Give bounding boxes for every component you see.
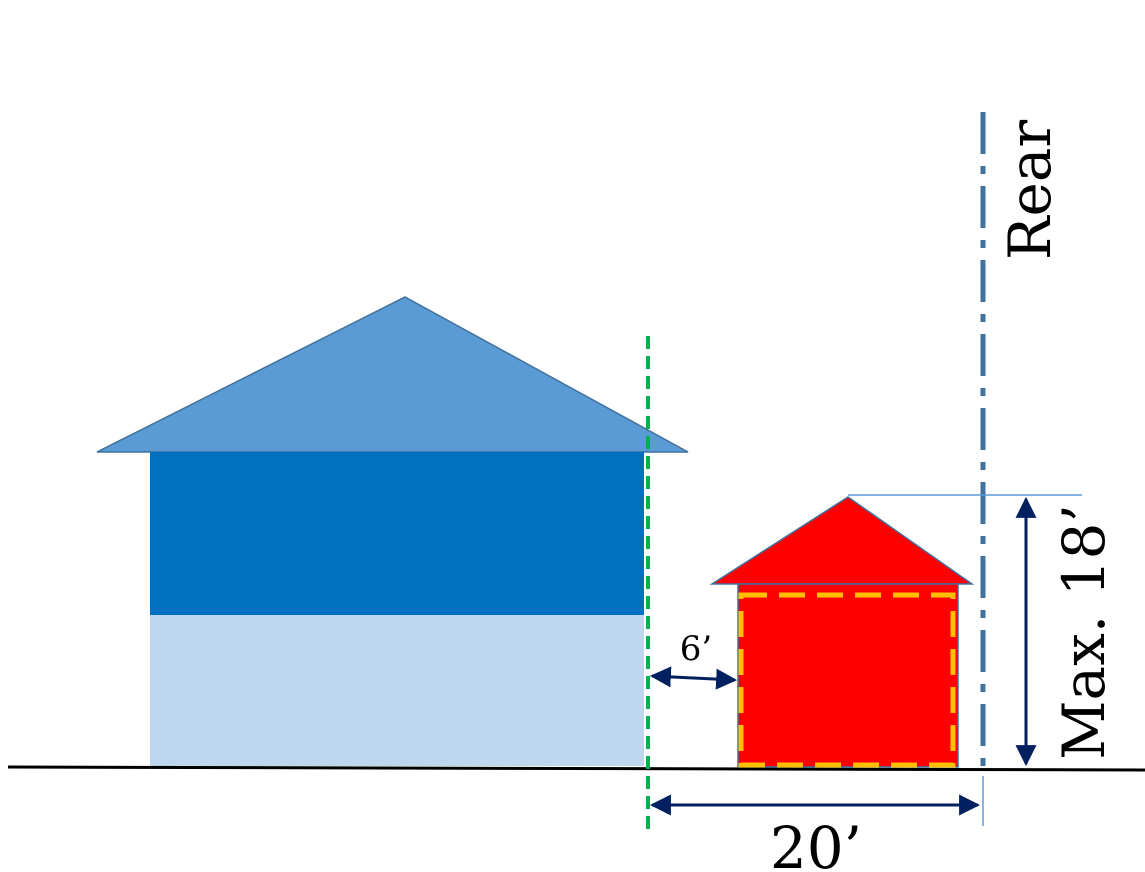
side-setback-label: 6’ [680,629,712,669]
accessory-building [709,496,975,768]
rear-setback-label: 20’ [770,814,862,872]
main-house-roof [96,296,689,453]
accessory-building-wall [737,583,959,768]
rear-lot-line-label: Rear [996,120,1064,261]
main-house [96,296,689,766]
max-height-label: Max. 18’ [1050,504,1118,760]
main-house-lower-wall [150,615,644,766]
accessory-building-roof [709,496,975,585]
main-house-upper-wall [150,452,644,615]
side-setback-dimension-arrow [649,666,738,690]
ground-line [7,765,1145,772]
